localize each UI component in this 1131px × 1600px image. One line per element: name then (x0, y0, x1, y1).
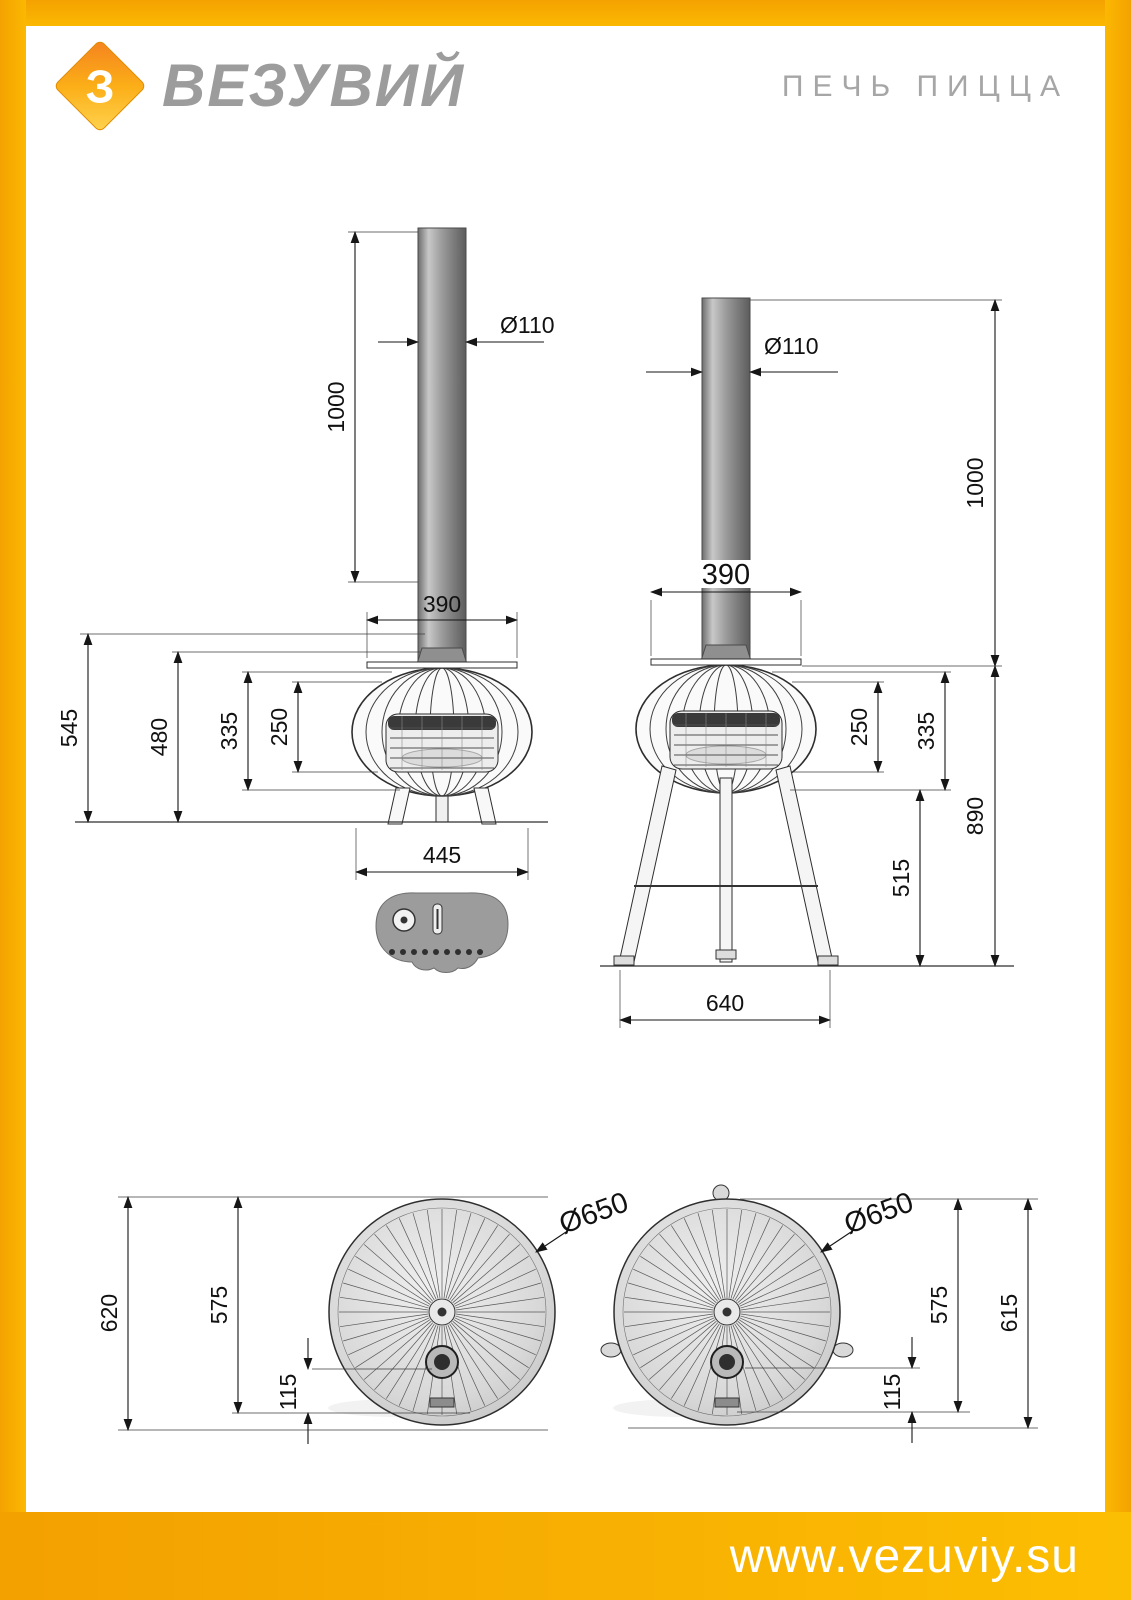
dim-front-pipe-length: 1000 (323, 381, 349, 432)
front-view (75, 227, 548, 825)
top-right-rays (624, 1209, 830, 1415)
top-view-small (375, 892, 509, 973)
dim-side-leg-height: 515 (888, 859, 914, 897)
dim-side-pipe-length: 1000 (962, 457, 988, 508)
dim-topright-diameter: Ø650 (840, 1186, 918, 1240)
dim-front-pipe-diameter: Ø110 (500, 312, 555, 338)
side-chimney-pipe (701, 297, 751, 663)
dim-front-total-height: 545 (56, 709, 82, 747)
dim-front-opening-height: 250 (266, 708, 292, 746)
brand-logo-icon: З (55, 41, 145, 131)
dim-front-height-480: 480 (146, 718, 172, 756)
footer: www.vezuviy.su (0, 1512, 1131, 1600)
frame-top (0, 0, 1131, 26)
front-view-dimensions: Ø110 1000 390 545 480 335 250 445 (56, 230, 555, 880)
dim-topleft-620: 620 (96, 1294, 122, 1332)
dim-topleft-575: 575 (206, 1286, 232, 1324)
dim-topright-575: 575 (926, 1286, 952, 1324)
dim-front-height-335: 335 (216, 712, 242, 750)
dim-topleft-diameter: Ø650 (555, 1186, 633, 1240)
side-view-dimensions: Ø110 390 1000 890 515 335 250 640 (618, 298, 1002, 1028)
dim-topright-115: 115 (879, 1374, 905, 1411)
brand-name: ВЕЗУВИЙ (162, 52, 466, 119)
website-link[interactable]: www.vezuviy.su (729, 1529, 1079, 1583)
product-title: ПЕЧЬ ПИЦЦА (781, 70, 1069, 103)
side-leg-right (775, 765, 833, 963)
brand-logo: З ВЕЗУВИЙ (52, 38, 465, 134)
frame-right (1105, 0, 1131, 1600)
dim-side-height-335: 335 (913, 712, 939, 750)
side-leg-center (719, 777, 733, 963)
dim-front-body-width: 390 (423, 591, 461, 617)
dim-side-pipe-diameter: Ø110 (764, 333, 819, 359)
top-view-left (328, 1198, 556, 1426)
dim-topright-615: 615 (996, 1294, 1022, 1332)
frame-left (0, 0, 26, 1600)
front-leg-left (387, 787, 411, 825)
side-leg-left (619, 765, 677, 963)
top-left-rays (339, 1209, 545, 1415)
dim-side-leg-span: 640 (706, 990, 744, 1016)
logo-letter: З (86, 60, 115, 112)
dim-side-opening-height: 250 (846, 708, 872, 746)
page-header: З ВЕЗУВИЙ ПЕЧЬ ПИЦЦА (52, 38, 1069, 134)
dim-topleft-115: 115 (275, 1374, 301, 1411)
side-view (600, 297, 1014, 967)
front-stove-body (351, 647, 533, 797)
dim-front-base-width: 445 (423, 842, 461, 868)
front-chimney-pipe (417, 227, 467, 663)
front-leg-right (473, 787, 497, 825)
top-view-right (600, 1184, 854, 1426)
vent-holes (389, 949, 483, 955)
dim-side-body-width: 390 (702, 559, 750, 591)
dim-side-total-height: 890 (962, 797, 988, 835)
